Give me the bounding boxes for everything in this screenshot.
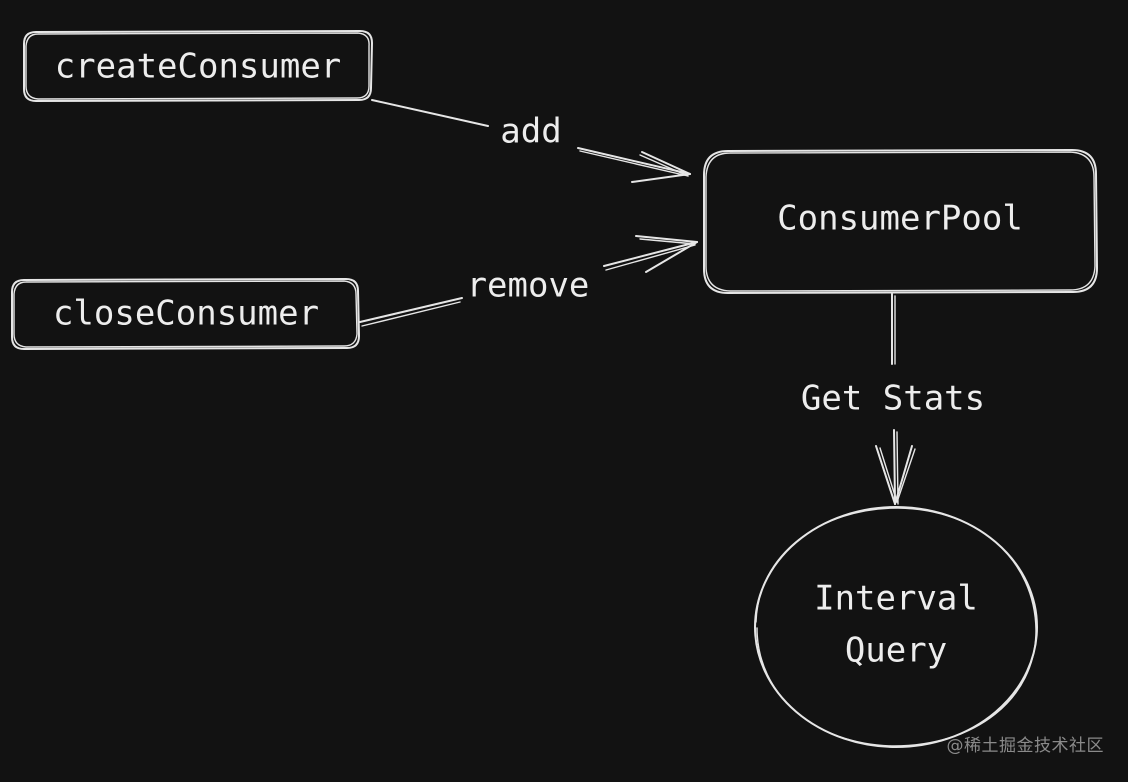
remove-arrow: remove [359, 235, 698, 327]
create-consumer-label: createConsumer [55, 47, 342, 87]
interval-query-label-line1: Interval [814, 579, 978, 619]
remove-label: remove [467, 266, 590, 306]
consumer-pool-node[interactable]: ConsumerPool [703, 149, 1098, 294]
close-consumer-label: closeConsumer [53, 294, 319, 334]
add-label: add [500, 112, 561, 152]
get-stats-label: Get Stats [801, 379, 985, 419]
interval-query-node[interactable]: Interval Query [754, 506, 1038, 748]
interval-query-label-line2: Query [845, 631, 947, 671]
get-stats-arrow: Get Stats [801, 293, 985, 505]
close-consumer-node[interactable]: closeConsumer [11, 278, 360, 350]
consumer-pool-label: ConsumerPool [777, 199, 1023, 239]
add-arrow: add [371, 99, 691, 183]
watermark-text: @稀土掘金技术社区 [946, 736, 1104, 756]
create-consumer-node[interactable]: createConsumer [23, 30, 373, 102]
